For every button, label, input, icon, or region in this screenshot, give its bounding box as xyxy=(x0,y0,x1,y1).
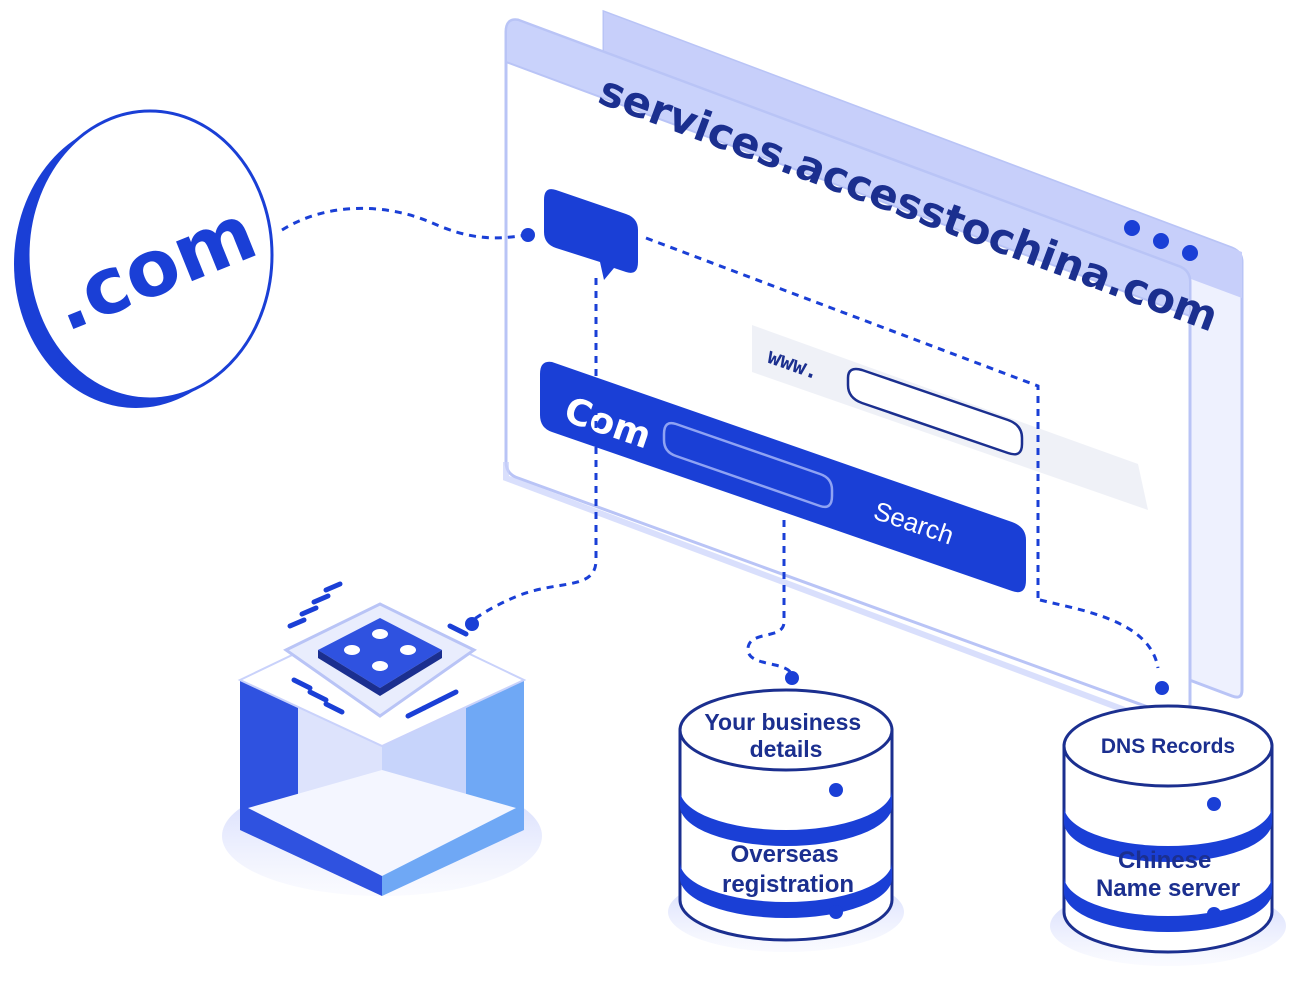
com-coin: .com xyxy=(14,109,274,408)
window-dot-2[interactable] xyxy=(1153,233,1169,249)
db1-indicator-1 xyxy=(829,783,843,797)
connector-lines xyxy=(281,206,1160,677)
db1-top-label: Your business details xyxy=(704,709,867,762)
db2-band-label: Chinese Name server xyxy=(1096,847,1240,902)
db2-indicator-1 xyxy=(1207,797,1221,811)
www-input[interactable] xyxy=(846,367,1024,456)
search-input[interactable] xyxy=(662,421,834,509)
connector-dot-db2 xyxy=(1155,681,1169,695)
search-bar: Com Search xyxy=(540,361,1026,593)
connector-dots xyxy=(465,228,1169,695)
window-dot-1[interactable] xyxy=(1124,220,1140,236)
db1-band-label: Overseas registration xyxy=(722,841,854,898)
www-field-row: www. xyxy=(752,325,1148,510)
connector-dot-db1 xyxy=(785,671,799,685)
db1-indicator-2 xyxy=(829,905,843,919)
db2-top-label: DNS Records xyxy=(1101,735,1235,758)
connector-dot-coin xyxy=(521,228,535,242)
db2-indicator-2 xyxy=(1207,907,1221,921)
cpu-chip-icon xyxy=(283,581,477,719)
connector-dot-chip xyxy=(465,617,479,631)
database-business-details: Your business details Overseas registrat… xyxy=(668,688,904,952)
speech-bubble-icon[interactable] xyxy=(544,189,638,280)
window-dot-3[interactable] xyxy=(1182,245,1198,261)
database-dns-records: DNS Records Chinese Name server xyxy=(1050,704,1286,966)
